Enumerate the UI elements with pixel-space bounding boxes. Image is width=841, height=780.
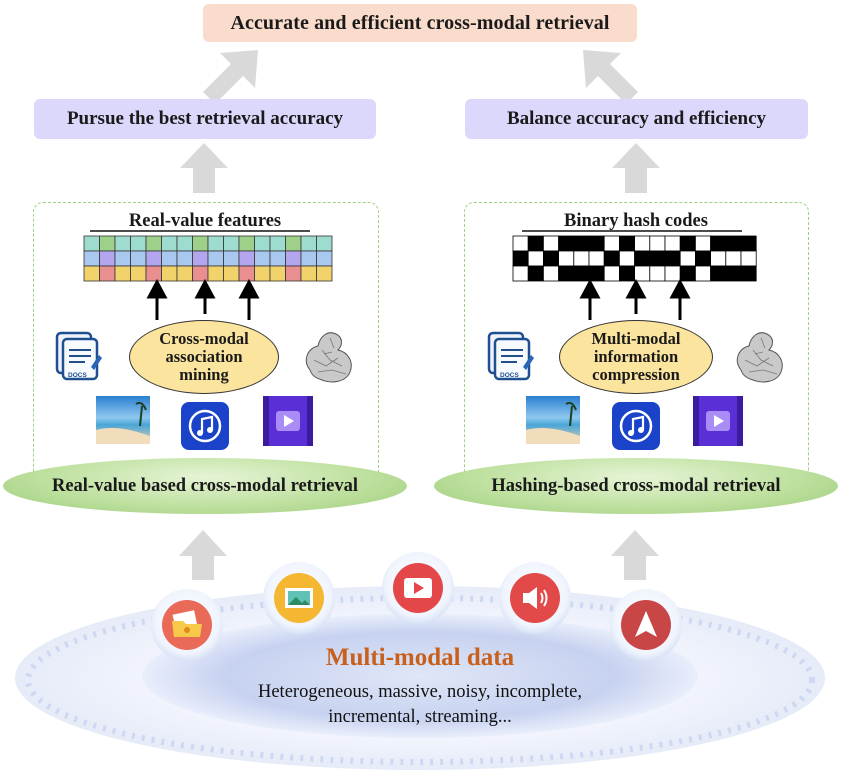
folder-bubble: [151, 589, 223, 661]
arrow-left-panel-to-goal: [180, 143, 228, 193]
multi-modal-data-description: Heterogeneous, massive, noisy, incomplet…: [200, 680, 640, 730]
compression-line-2: information: [593, 347, 679, 366]
docs-icon: DOCS: [55, 331, 102, 381]
right-goal-label: Balance accuracy and efficiency: [506, 108, 767, 129]
real-value-method-band: Real-value based cross-modal retrieval: [3, 458, 407, 514]
top-goal-box: Accurate and efficient cross-modal retri…: [203, 4, 637, 42]
audio-icon: [523, 587, 537, 609]
navigation-icon: [635, 611, 657, 637]
video-icon: [263, 396, 313, 446]
mining-line-1: Cross-modal: [159, 329, 249, 348]
arrow-right-to-top: [583, 50, 638, 104]
navigation-bubble: [610, 589, 682, 661]
compression-line-3: compression: [592, 365, 680, 384]
information-compression-ellipse: Multi-modal information compression: [559, 320, 713, 394]
audio-bubble: [499, 562, 571, 634]
svg-text:DOCS: DOCS: [68, 372, 87, 379]
binary-hash-codes-title: Binary hash codes: [564, 211, 708, 231]
real-value-method-label: Real-value based cross-modal retrieval: [51, 475, 359, 496]
left-goal-label: Pursue the best retrieval accuracy: [66, 108, 344, 129]
mining-line-3: mining: [179, 365, 229, 384]
3d-model-icon: [305, 332, 352, 383]
data-desc-line-1: Heterogeneous, massive, noisy, incomplet…: [257, 682, 582, 702]
docs-icon: DOCS: [487, 331, 534, 381]
right-goal-box: Balance accuracy and efficiency: [465, 99, 808, 139]
feature-arrows: [146, 278, 691, 320]
flow-arrows: [179, 50, 660, 580]
top-goal-label: Accurate and efficient cross-modal retri…: [230, 11, 610, 34]
hashing-method-band: Hashing-based cross-modal retrieval: [434, 458, 838, 514]
arrow-data-to-left: [179, 530, 227, 580]
svg-text:DOCS: DOCS: [500, 372, 519, 379]
3d-model-icon: [736, 332, 783, 383]
data-desc-line-2: incremental, streaming...: [328, 707, 512, 727]
image-icon: [526, 396, 580, 444]
left-goal-box: Pursue the best retrieval accuracy: [34, 99, 376, 139]
compression-line-1: Multi-modal: [591, 329, 681, 348]
multi-modal-data-title: Multi-modal data: [325, 644, 515, 671]
hashing-method-label: Hashing-based cross-modal retrieval: [491, 475, 781, 496]
music-icon: [181, 402, 229, 450]
hash-bit-cell: [740, 265, 757, 282]
video-icon: [693, 396, 743, 446]
mining-line-2: association: [165, 347, 243, 366]
image-icon: [96, 396, 150, 444]
arrow-data-to-right: [611, 530, 659, 580]
video-bubble: [382, 552, 454, 624]
association-mining-ellipse: Cross-modal association mining: [129, 320, 279, 394]
real-value-features-title: Real-value features: [128, 211, 282, 231]
arrow-left-to-top: [203, 50, 258, 104]
real-value-feature-grid: [83, 235, 333, 282]
feature-cell: [316, 265, 333, 282]
music-icon: [612, 402, 660, 450]
image-bubble: [263, 562, 335, 634]
arrow-right-panel-to-goal: [612, 143, 660, 193]
binary-hash-code-grid: [512, 235, 757, 282]
